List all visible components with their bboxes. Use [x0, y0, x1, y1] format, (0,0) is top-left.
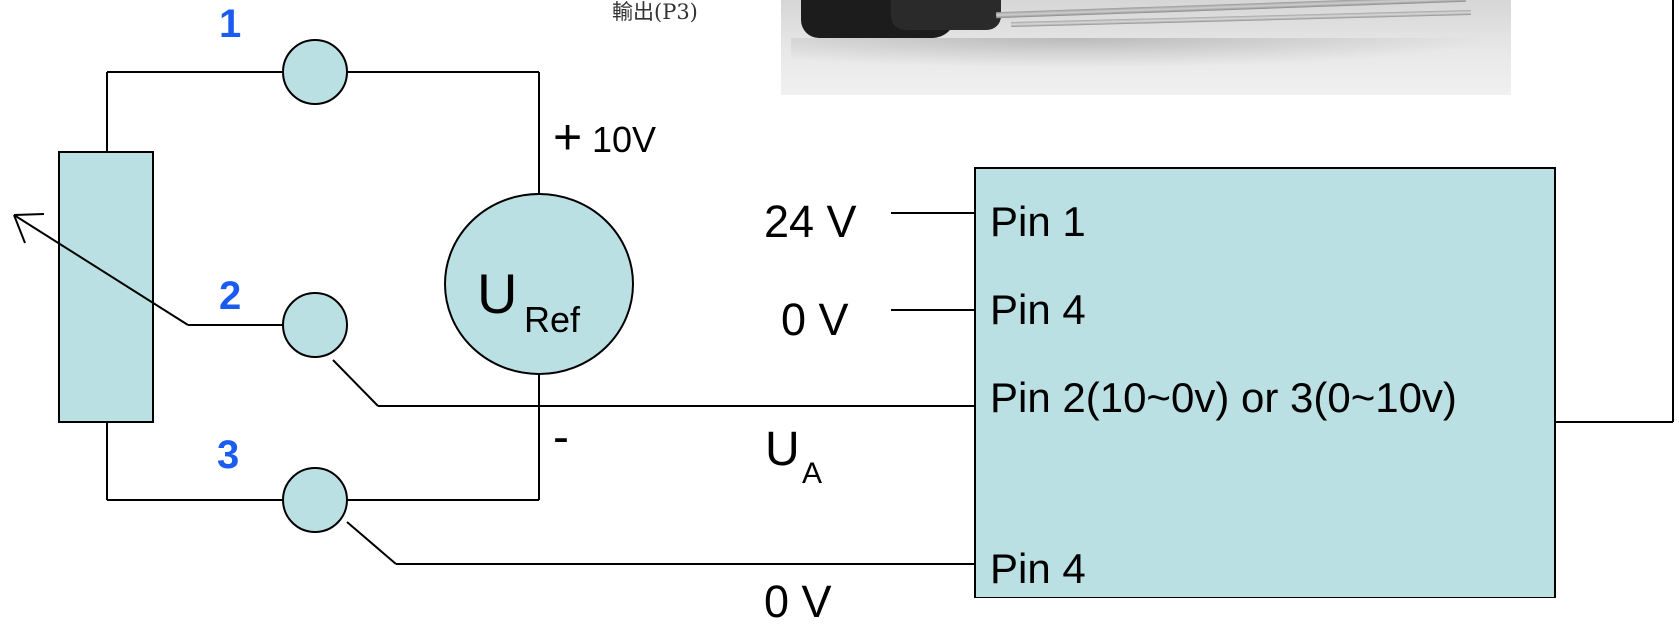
- label-0v: 0 V: [781, 294, 849, 345]
- terminal-number-1: 1: [219, 2, 242, 46]
- terminal-number-3: 3: [217, 433, 240, 477]
- module-box: [974, 167, 1556, 598]
- reference-source: [444, 193, 634, 375]
- pin-2-3-label: Pin 2(10~0v) or 3(0~10v): [990, 374, 1457, 421]
- potentiometer-symbol: [58, 151, 154, 423]
- label-0v-bottom: 0 V: [764, 576, 832, 627]
- pin-4-bottom-label: Pin 4: [990, 545, 1086, 592]
- minus-sign: -: [553, 411, 569, 464]
- wire-t2-diag: [332, 359, 379, 407]
- photo-caption: ····· 輸出(P3): [612, 0, 698, 26]
- terminal-number-2: 2: [219, 274, 242, 318]
- terminal-3: [282, 467, 348, 533]
- wiper-arrow-icon: [13, 213, 189, 326]
- sensor-photo: [781, 0, 1511, 95]
- ua-sub: A: [802, 457, 823, 490]
- plus-voltage-label: 10V: [592, 119, 657, 160]
- wire-t3-diag: [346, 521, 397, 565]
- terminal-2: [282, 292, 348, 358]
- diagram: ····· 輸出(P3): [13, 0, 1674, 627]
- plus-sign: +: [553, 109, 583, 165]
- uref-main: U: [477, 262, 518, 325]
- label-24v: 24 V: [764, 196, 857, 247]
- circuit-wiring: [13, 0, 1674, 598]
- ua-main: U: [765, 423, 800, 476]
- uref-sub: Ref: [524, 299, 581, 340]
- photo-caption-text: 輸出(P3): [612, 0, 698, 24]
- terminal-1: [282, 39, 348, 105]
- pin-1-label: Pin 1: [990, 198, 1086, 245]
- pin-4-top-label: Pin 4: [990, 286, 1086, 333]
